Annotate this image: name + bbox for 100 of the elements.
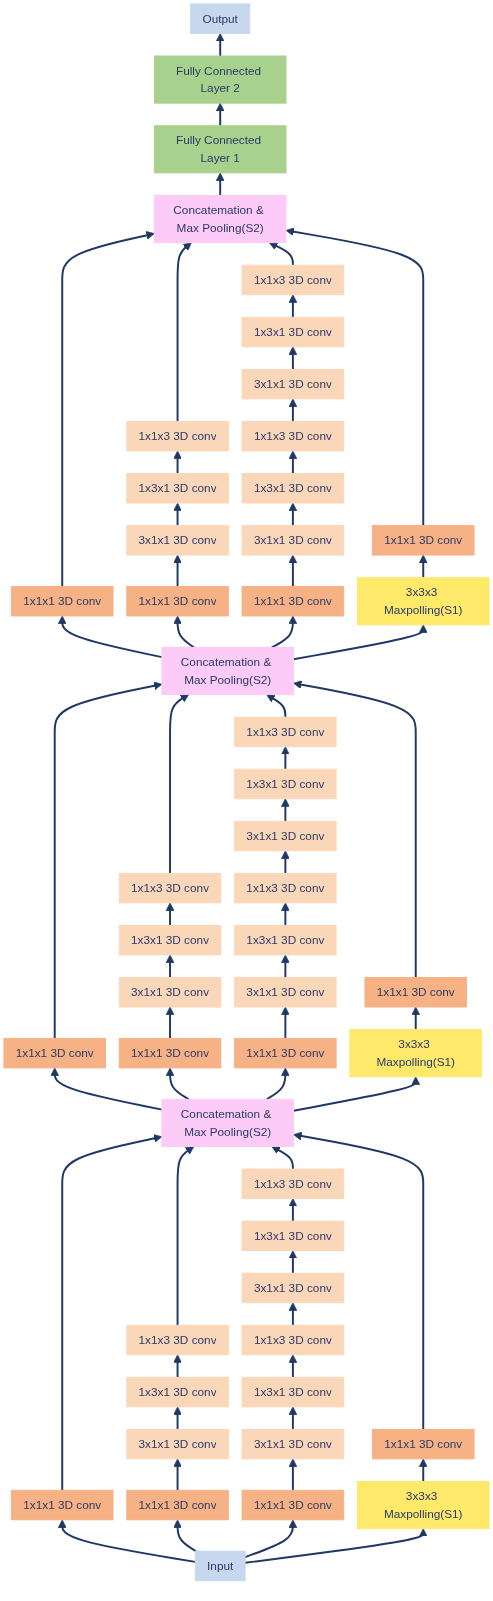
layer-box: 1x1x1 3D conv (126, 1489, 229, 1521)
arrow (288, 398, 298, 423)
arrow (173, 502, 182, 527)
arrow (288, 1198, 298, 1223)
layer-box: 3x1x1 3D conv (241, 1272, 345, 1304)
layer-box: 3x3x3 Maxpolling(S1) (356, 577, 490, 626)
layer-box: 3x3x3 Maxpolling(S1) (349, 1029, 483, 1078)
arrow (288, 502, 298, 527)
arrow (292, 624, 428, 661)
layer-box: 1x1x3 3D conv (126, 1324, 229, 1356)
layer-box: 1x1x1 3D conv (234, 1037, 337, 1069)
layer-box: 3x1x1 3D conv (241, 368, 345, 400)
arrow (165, 954, 175, 979)
arrow (292, 1076, 421, 1112)
arrow (173, 1458, 182, 1492)
layer-box: Fully Connected Layer 2 (153, 55, 287, 104)
arrow (215, 102, 225, 127)
layer-box: 3x1x1 3D conv (234, 820, 337, 852)
arrow (173, 1354, 182, 1379)
arrow (173, 450, 182, 475)
arrow (293, 680, 417, 979)
layer-box: 1x1x1 3D conv (364, 977, 467, 1008)
arrow (244, 1528, 428, 1564)
arrow (265, 1067, 290, 1101)
layer-box: Input (194, 1550, 246, 1582)
layer-box: 3x3x3 Maxpolling(S1) (356, 1481, 490, 1530)
arrow (281, 902, 290, 927)
layer-box: 1x1x1 3D conv (241, 1489, 345, 1521)
arrow (418, 1458, 428, 1483)
arrow (281, 850, 290, 875)
arrow (215, 33, 225, 57)
arrow (50, 1067, 163, 1111)
layer-box: 1x1x3 3D conv (234, 872, 337, 904)
layer-box: Concatemation & Max Pooling(S2) (153, 195, 287, 244)
layer-box: Concatemation & Max Pooling(S2) (161, 1098, 294, 1147)
layer-box: 1x1x1 3D conv (10, 1489, 114, 1521)
layer-box: 1x1x3 3D conv (234, 716, 337, 748)
layer-box: Fully Connected Layer 1 (153, 125, 287, 174)
layer-box: 1x3x1 3D conv (234, 924, 337, 956)
arrow (288, 554, 298, 588)
arrow (176, 1146, 195, 1327)
layer-box: 1x3x1 3D conv (241, 316, 345, 348)
layer-box: 3x1x1 3D conv (241, 1428, 345, 1460)
arrow (288, 346, 298, 371)
arrow (176, 242, 192, 423)
arrow (165, 1067, 190, 1101)
arrow (271, 1146, 294, 1171)
arrow (288, 1302, 298, 1327)
layer-box: 1x1x3 3D conv (241, 1168, 345, 1200)
arrow (281, 746, 290, 771)
layer-box: 1x1x1 3D conv (371, 525, 475, 556)
arrow (285, 227, 425, 527)
arrow (53, 681, 163, 1040)
layer-box: 1x3x1 3D conv (241, 1220, 345, 1252)
layer-box: 1x3x1 3D conv (126, 1376, 229, 1408)
layer-box: 1x1x3 3D conv (241, 264, 345, 296)
layer-box: 1x1x1 3D conv (3, 1037, 106, 1069)
layer-box: 1x3x1 3D conv (126, 473, 229, 504)
layer-box: Concatemation & Max Pooling(S2) (161, 646, 294, 696)
arrow (288, 1250, 298, 1275)
arrow (288, 1458, 298, 1492)
arrow (266, 694, 287, 719)
arrow (293, 1131, 425, 1431)
arrow (169, 694, 190, 875)
layer-box: 3x1x1 3D conv (234, 977, 337, 1008)
layer-box: 1x3x1 3D conv (234, 768, 337, 800)
arrow (288, 294, 298, 319)
layer-box: 1x1x3 3D conv (118, 872, 222, 904)
layer-box: 1x1x1 3D conv (371, 1428, 475, 1460)
layer-box: 3x1x1 3D conv (126, 525, 229, 556)
layer-box: 1x1x3 3D conv (241, 1324, 345, 1356)
arrow (61, 1134, 163, 1492)
layer-box: 1x1x3 3D conv (126, 420, 229, 452)
arrow (288, 450, 298, 475)
layer-box: 1x3x1 3D conv (241, 1376, 345, 1408)
arrow (281, 798, 290, 823)
layer-box: 1x3x1 3D conv (118, 924, 222, 956)
arrow (165, 1006, 175, 1040)
layer-box: 1x1x1 3D conv (241, 586, 345, 617)
arrow (281, 1006, 290, 1040)
layer-box: 3x1x1 3D conv (126, 1428, 229, 1460)
layer-box: 3x1x1 3D conv (118, 977, 222, 1008)
arrow (173, 1406, 182, 1431)
arrow (215, 172, 225, 197)
arrow (165, 902, 175, 927)
arrow (268, 242, 294, 267)
layer-box: 3x1x1 3D conv (241, 525, 345, 556)
arrow (57, 1519, 197, 1563)
arrow (61, 231, 155, 588)
arrow (411, 1006, 421, 1031)
arrow (288, 1354, 298, 1379)
layer-box: Output (190, 3, 251, 34)
arrow (270, 615, 298, 649)
arrow (418, 554, 428, 579)
layer-box: 1x3x1 3D conv (241, 473, 345, 504)
arrow (288, 1406, 298, 1431)
layer-box: 1x1x1 3D conv (10, 586, 114, 617)
layer-box: 1x1x1 3D conv (118, 1037, 222, 1069)
layer-box: 1x1x3 3D conv (241, 420, 345, 452)
arrow (244, 1519, 298, 1559)
